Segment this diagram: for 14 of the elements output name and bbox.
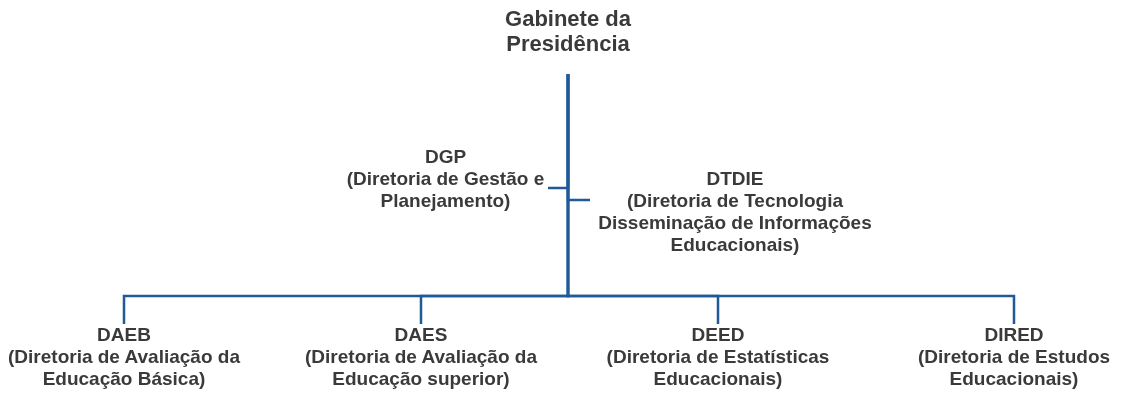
unit-name: DGP [423, 146, 468, 168]
unit-name: Gabinete da Presidência [504, 6, 632, 56]
unit-name: DAEB [96, 324, 152, 346]
unit-description: (Diretoria de Estudos Educacionais) [916, 346, 1112, 390]
unit-description: (Diretoria de Avaliação da Educação superior) [304, 346, 538, 390]
unit-description: (Diretoria de Tecnologia Disseminação de Informações Educacionais) [597, 190, 873, 256]
unit-name: DEED [690, 324, 746, 346]
connector-line [566, 74, 1016, 324]
unit-description: (Diretoria de Avaliação da Educação Básica) [7, 346, 241, 390]
unit-name: DAES [393, 324, 449, 346]
unit-name: DTDIE [705, 168, 765, 190]
unit-description: (Diretoria de Estatísticas Educacionais) [605, 346, 831, 390]
unit-description: (Diretoria de Gestão e Planejamento) [345, 168, 546, 212]
unit-name: DIRED [983, 324, 1045, 346]
